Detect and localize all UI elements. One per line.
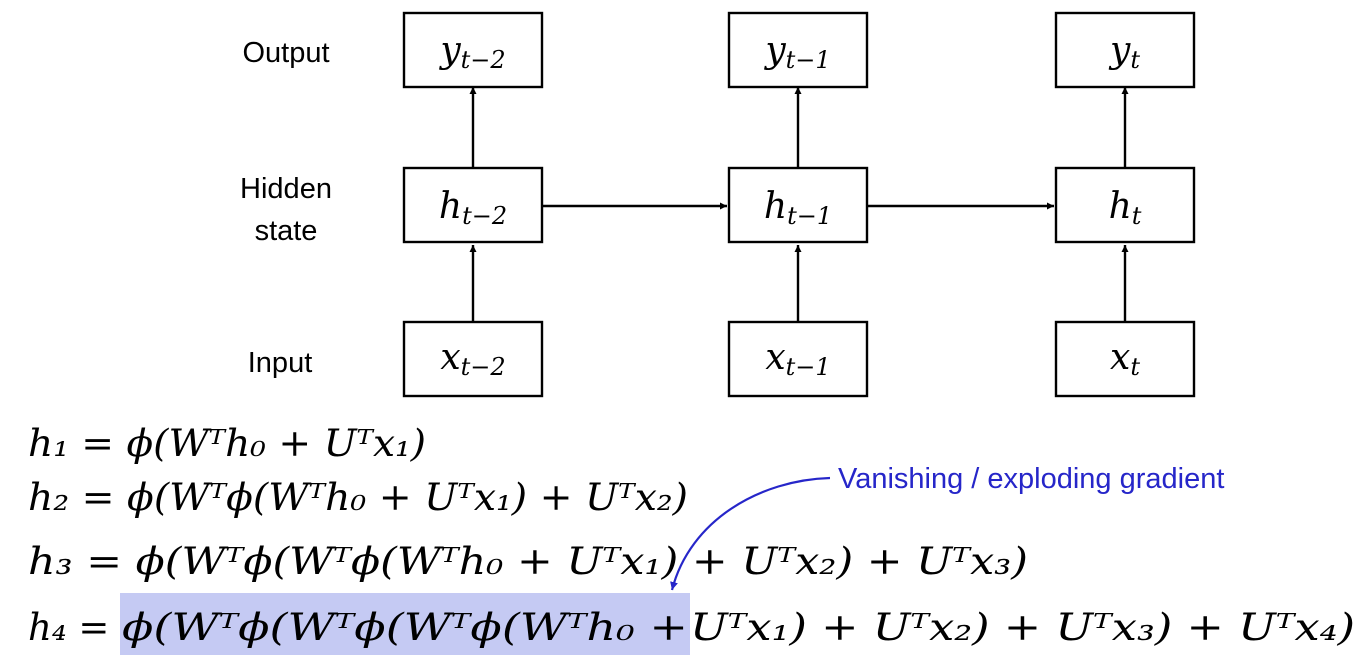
equation-h3: h₃ = ϕ(Wᵀϕ(Wᵀϕ(Wᵀh₀ + Uᵀx₁) + Uᵀx₂) + Uᵀ… [28, 540, 1028, 583]
connection-arrows [469, 87, 1129, 322]
node-x-1 [402, 320, 544, 398]
node-x-3-label: xt [1110, 337, 1140, 381]
node-y-3-label: yt [1108, 30, 1140, 74]
annotation-text: Vanishing / exploding gradient [838, 463, 1224, 495]
timestep-column-1: yt−2 ht−2 xt−2 [402, 11, 544, 398]
equation-h4-highlighted-part: ϕ(Wᵀϕ(Wᵀϕ(Wᵀϕ(Wᵀh₀ + [122, 606, 688, 649]
node-h-3-label: ht [1109, 186, 1142, 230]
node-h-3 [1054, 166, 1196, 244]
node-y-1 [402, 11, 544, 89]
timestep-column-2: yt−1 ht−1 xt−1 [727, 11, 869, 398]
recurrence-equations: h₁ = ϕ(Wᵀh₀ + Uᵀx₁) h₂ = ϕ(Wᵀϕ(Wᵀh₀ + Uᵀ… [28, 422, 1355, 655]
node-y-2 [727, 11, 869, 89]
equation-h2: h₂ = ϕ(Wᵀϕ(Wᵀh₀ + Uᵀx₁) + Uᵀx₂) [28, 476, 688, 519]
node-y-2-label: yt−1 [763, 30, 830, 74]
row-label-state: state [255, 215, 318, 247]
node-y-1-label: yt−2 [438, 30, 505, 74]
gradient-annotation: Vanishing / exploding gradient [670, 463, 1224, 591]
row-label-input: Input [248, 347, 313, 379]
equation-h1: h₁ = ϕ(Wᵀh₀ + Uᵀx₁) [28, 422, 426, 465]
node-h-2 [727, 166, 869, 244]
node-x-2-label: xt−1 [765, 337, 830, 381]
node-h-2-label: ht−1 [764, 186, 832, 230]
node-x-3 [1054, 320, 1196, 398]
row-label-hidden: Hidden [240, 173, 332, 205]
node-h-1-label: ht−2 [439, 186, 507, 230]
node-x-2 [727, 320, 869, 398]
equation-h4-rest: Uᵀx₁) + Uᵀx₂) + Uᵀx₃) + Uᵀx₄) [690, 606, 1355, 649]
timestep-column-3: yt ht xt [1054, 11, 1196, 398]
row-label-output: Output [242, 37, 329, 69]
node-x-1-label: xt−2 [440, 337, 505, 381]
node-h-1 [402, 166, 544, 244]
equation-h4-lhs: h₄ = [28, 606, 109, 649]
node-y-3 [1054, 11, 1196, 89]
equation-h4-highlight [120, 593, 690, 655]
annotation-arrow [670, 476, 831, 591]
